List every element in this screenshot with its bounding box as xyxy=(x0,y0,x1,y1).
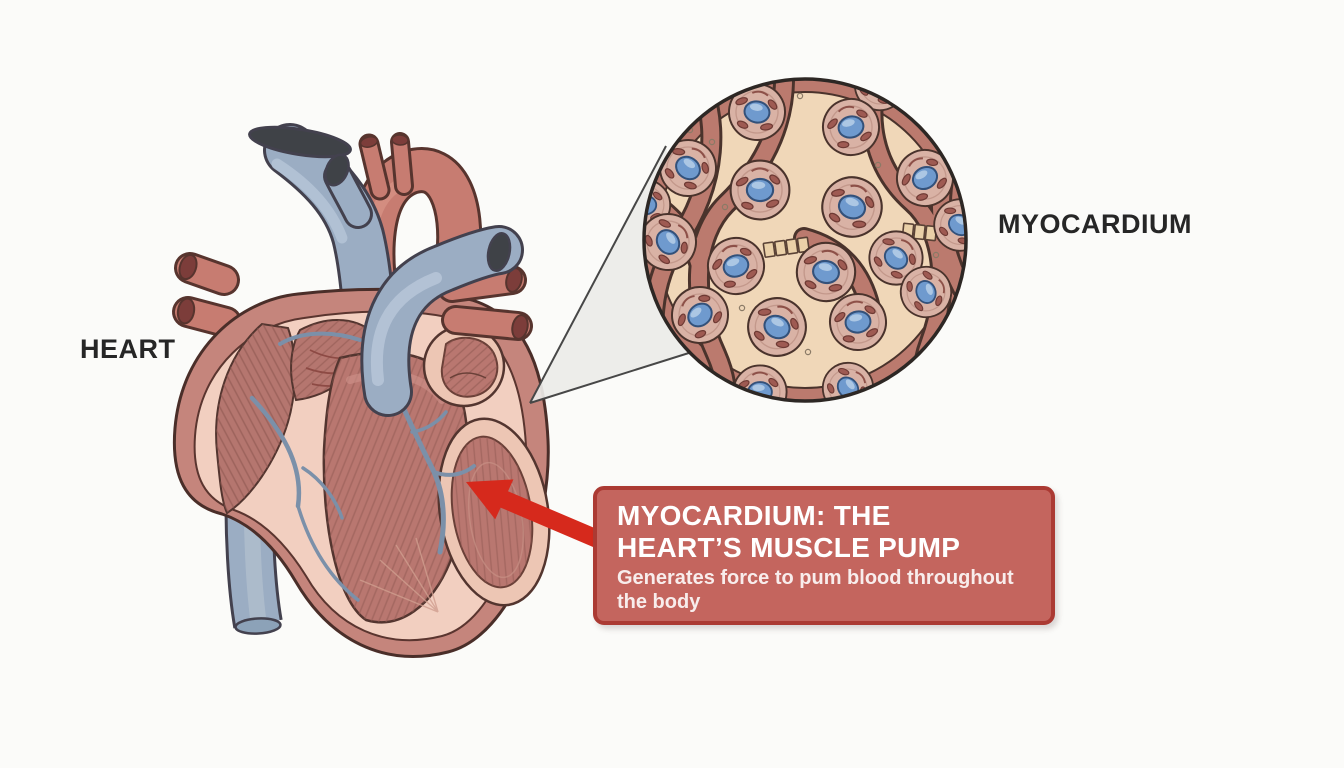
arrow-icon xyxy=(466,479,606,550)
myocardium-inset xyxy=(642,77,968,403)
inset-outline xyxy=(642,77,968,403)
callout-subtitle: Generates force to pum blood throughout … xyxy=(617,567,1014,614)
pulmonary-veins-left xyxy=(172,252,242,338)
heart-label: HEART xyxy=(80,334,176,364)
pulmonary-trunk xyxy=(360,225,524,417)
callout-box: MYOCARDIUM: THE HEART’S MUSCLE PUMP Gene… xyxy=(593,486,1055,625)
heart-illustration xyxy=(172,123,551,658)
red-arrow xyxy=(466,479,606,550)
myocardium-label: MYOCARDIUM xyxy=(998,209,1192,239)
callout-title: MYOCARDIUM: THE HEART’S MUSCLE PUMP xyxy=(617,500,961,563)
